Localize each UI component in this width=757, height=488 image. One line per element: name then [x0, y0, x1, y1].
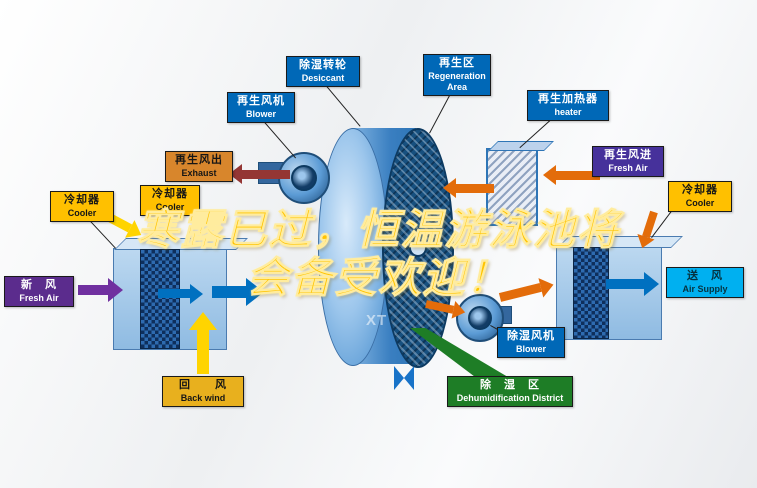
- label-regen-fresh-zh: 再生风进: [604, 149, 652, 161]
- label-dehumid-district-en: Dehumidification District: [456, 392, 564, 403]
- label-regen-exhaust-zh: 再生风出: [175, 154, 223, 166]
- supply-air-arrow: [606, 279, 644, 289]
- ribbon-icon: [394, 366, 414, 390]
- label-regen-area-en: Regeneration Area: [428, 70, 486, 92]
- left-coil-slab: [140, 249, 180, 349]
- label-cooler-mid-en: Cooler: [155, 201, 185, 212]
- label-cooler-mid: 冷却器 Cooler: [140, 185, 200, 216]
- label-regen-fan: 再生风机 Blower: [227, 92, 295, 123]
- label-cooler-left: 冷却器 Cooler: [50, 191, 114, 222]
- exhaust-air-arrow: [242, 170, 290, 179]
- mixed-air-arrow-2: [212, 286, 246, 298]
- label-regen-exhaust: 再生风出 Exhaust: [165, 151, 233, 182]
- label-back-wind-zh: 回 风: [179, 379, 227, 391]
- label-air-supply-zh: 送 风: [687, 270, 723, 282]
- label-cooler-left-zh: 冷却器: [64, 194, 100, 206]
- right-coil-slab: [573, 247, 609, 339]
- label-regen-fresh-en: Fresh Air: [608, 162, 648, 173]
- label-desiccant-wheel-zh: 除湿转轮: [299, 59, 347, 71]
- headline-line2: 会备受欢迎！: [246, 254, 511, 302]
- label-desiccant-wheel: 除湿转轮 Desiccant: [286, 56, 360, 87]
- label-air-supply-en: Air Supply: [682, 283, 728, 294]
- label-cooler-right-en: Cooler: [685, 197, 715, 208]
- return-air-arrow: [197, 330, 209, 374]
- headline-line1: 寒露已过，恒温游泳池将: [136, 206, 621, 254]
- label-dehumid-district-zh: 除 湿 区: [480, 379, 540, 391]
- label-back-wind-en: Back wind: [180, 392, 226, 403]
- label-fresh-air-zh: 新 风: [21, 279, 57, 291]
- label-fresh-air: 新 风 Fresh Air: [4, 276, 74, 307]
- label-fresh-air-en: Fresh Air: [19, 292, 59, 303]
- label-regen-heater-en: heater: [554, 106, 582, 117]
- left-air-handling-unit: [113, 248, 227, 350]
- callout-line-regen-area: [429, 91, 452, 134]
- label-regen-area-zh: 再生区: [439, 57, 475, 69]
- label-cooler-right: 冷却器 Cooler: [668, 181, 732, 212]
- label-dehumid-blower: 除湿风机 Blower: [497, 327, 565, 358]
- label-desiccant-wheel-en: Desiccant: [301, 72, 345, 83]
- label-back-wind: 回 风 Back wind: [162, 376, 244, 407]
- label-air-supply: 送 风 Air Supply: [666, 267, 744, 298]
- regeneration-heater-graphic: [486, 148, 538, 226]
- wheel-watermark: XT: [366, 312, 388, 329]
- label-cooler-right-zh: 冷却器: [682, 184, 718, 196]
- label-regen-fan-en: Blower: [245, 108, 276, 119]
- label-regen-fresh: 再生风进 Fresh Air: [592, 146, 664, 177]
- label-dehumid-blower-en: Blower: [515, 343, 546, 354]
- label-regen-heater-zh: 再生加热器: [538, 93, 598, 105]
- label-regen-area: 再生区 Regeneration Area: [423, 54, 491, 97]
- label-dehumid-blower-zh: 除湿风机: [507, 330, 555, 342]
- regeneration-fan-icon: [278, 152, 330, 204]
- label-regen-heater: 再生加热器 heater: [527, 90, 609, 121]
- mixed-air-arrow-1: [158, 289, 190, 298]
- label-regen-exhaust-en: Exhaust: [181, 167, 217, 178]
- label-regen-fan-zh: 再生风机: [237, 95, 285, 107]
- heater-to-wheel-arrow: [456, 184, 494, 193]
- label-cooler-mid-zh: 冷却器: [152, 188, 188, 200]
- wheel-hub: [409, 239, 427, 257]
- desiccant-wheel-front-face: [318, 128, 388, 366]
- fresh-air-inlet-arrow: [78, 285, 108, 295]
- label-cooler-left-en: Cooler: [67, 207, 97, 218]
- label-dehumid-district: 除 湿 区 Dehumidification District: [447, 376, 573, 407]
